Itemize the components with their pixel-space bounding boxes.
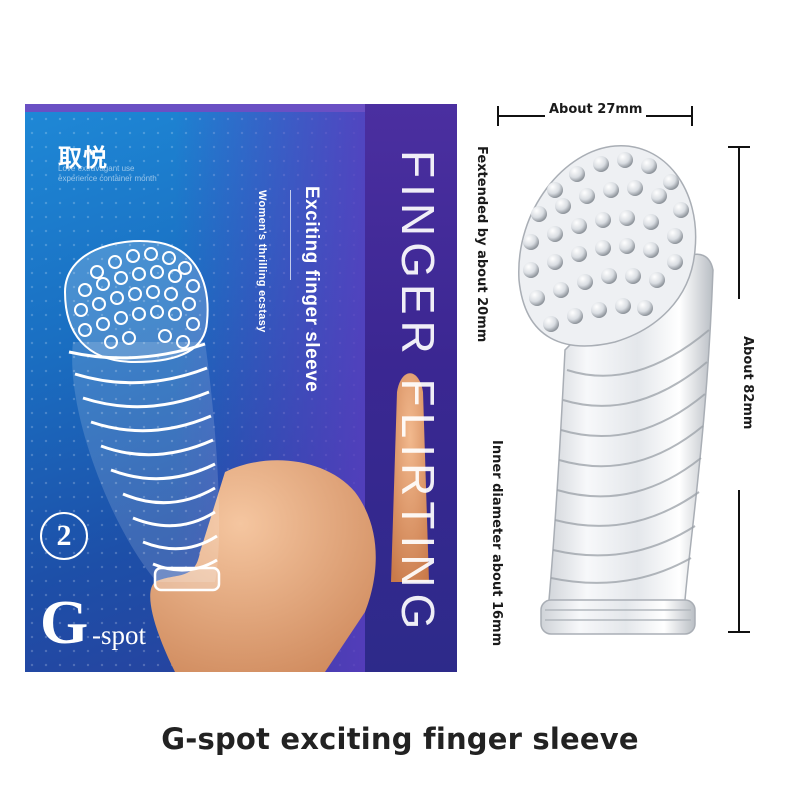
width-label: About 27mm bbox=[545, 102, 647, 117]
tagline-vertical: Women's thrilling ecstasy bbox=[256, 190, 268, 333]
sleeve-illustration bbox=[68, 342, 221, 592]
g-letter: G bbox=[40, 589, 89, 657]
height-dimension-line-upper bbox=[738, 147, 740, 299]
product-sleeve-photo bbox=[518, 145, 714, 635]
spot-text: -spot bbox=[92, 620, 146, 650]
vertical-divider bbox=[290, 190, 291, 280]
variant-number-badge: 2 bbox=[40, 512, 88, 560]
extended-length-label: Fextended by about 20mm bbox=[474, 146, 489, 343]
hand-shape bbox=[150, 460, 376, 672]
width-dimension-cap-right bbox=[691, 106, 693, 126]
side-finger-shape bbox=[391, 373, 429, 582]
package-top-edge bbox=[25, 104, 365, 114]
sleeve-tip-bumps bbox=[63, 240, 209, 364]
height-label: About 82mm bbox=[740, 336, 755, 430]
package-illustration bbox=[63, 240, 429, 672]
brand-logo: 取悦 bbox=[58, 145, 108, 172]
product-caption: G-spot exciting finger sleeve bbox=[161, 722, 639, 756]
height-dimension-cap-bottom bbox=[728, 631, 750, 633]
product-name-vertical: Exciting finger sleeve bbox=[301, 186, 322, 393]
finger-flirting-text: FINGER FLIRTING bbox=[392, 150, 444, 636]
brand-subtitle: Love extravagant use experience containe… bbox=[58, 164, 157, 183]
height-dimension-line-lower bbox=[738, 490, 740, 632]
inner-diameter-label: Inner diameter about 16mm bbox=[489, 440, 504, 647]
